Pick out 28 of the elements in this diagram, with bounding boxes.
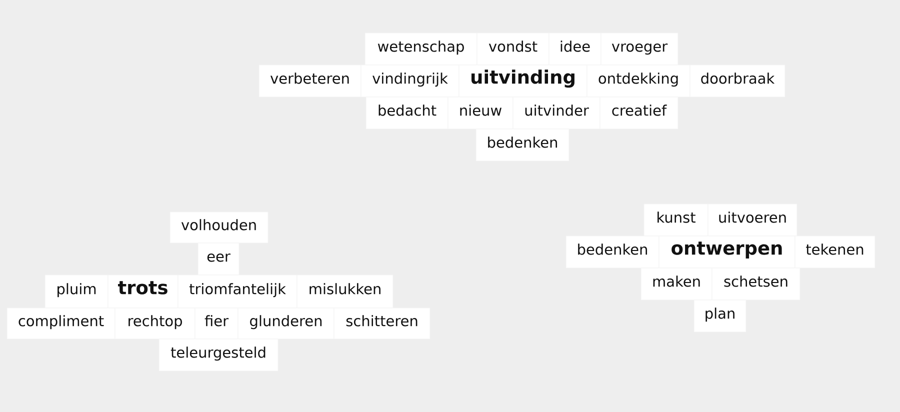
word-box: fier — [194, 308, 238, 340]
word-box: eer — [198, 242, 240, 276]
word-box: wetenschap — [364, 32, 478, 66]
word-box: maken — [640, 268, 712, 300]
word-box: ontdekking — [586, 64, 690, 98]
word-box: nieuw — [448, 96, 514, 130]
word-box: plan — [694, 300, 746, 332]
word-box: verbeteren — [258, 64, 362, 98]
word-box: schitteren — [334, 308, 430, 340]
word-box: kunst — [644, 204, 708, 236]
word-box: vroeger — [600, 32, 678, 66]
word-box: mislukken — [296, 274, 394, 308]
word-box: rechtop — [114, 308, 196, 340]
word-box: compliment — [6, 308, 116, 340]
word-box: schetsen — [712, 268, 800, 300]
word-box: bedacht — [366, 96, 448, 130]
word-box: vondst — [476, 32, 550, 66]
word-box: bedenken — [476, 128, 570, 162]
word-box: idee — [548, 32, 602, 66]
word-box: doorbraak — [690, 64, 786, 98]
word-box: creatief — [600, 96, 678, 130]
word-box: vindingrijk — [360, 64, 460, 98]
word-box: bedenken — [566, 236, 660, 268]
word-box: trots — [108, 274, 178, 308]
word-box: uitvoeren — [708, 204, 798, 236]
word-box: uitvinder — [512, 96, 600, 130]
word-box: tekenen — [794, 236, 876, 268]
word-box: pluim — [44, 274, 108, 308]
